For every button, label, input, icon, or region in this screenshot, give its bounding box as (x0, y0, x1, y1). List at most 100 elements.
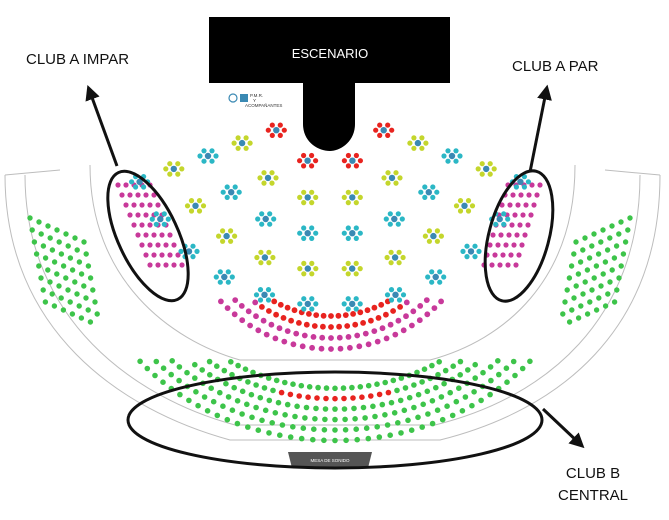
seat (341, 406, 348, 412)
seat (332, 427, 338, 433)
seat (564, 287, 570, 293)
seat (207, 372, 213, 378)
seat (449, 412, 456, 419)
seat (137, 358, 143, 365)
table-seat (228, 228, 234, 234)
seat (171, 242, 177, 248)
seat (224, 416, 231, 423)
seat (401, 407, 408, 414)
seat (398, 430, 404, 436)
table-seat (457, 208, 464, 214)
table-seat (411, 145, 417, 151)
table-seat (396, 249, 402, 255)
seat (347, 344, 353, 351)
seat (505, 262, 511, 268)
table-seat (385, 170, 391, 176)
seat (510, 358, 517, 365)
seat (315, 384, 321, 391)
table-seat (271, 216, 277, 222)
seat (83, 251, 89, 257)
seat (313, 312, 320, 318)
seat (516, 252, 522, 258)
seat (372, 413, 378, 420)
pink-seat-section (115, 182, 543, 352)
table-seat (257, 175, 263, 181)
seat (512, 212, 518, 218)
seat (562, 299, 568, 305)
table-seat (270, 254, 276, 261)
table-seat (309, 200, 315, 206)
seat (379, 401, 386, 408)
stage-label: ESCENARIO (292, 46, 369, 61)
seat (87, 275, 94, 281)
seat (374, 381, 380, 388)
seat (519, 365, 526, 372)
table-seat (341, 194, 347, 200)
mixing-desk: MESA DE SONIDO (288, 452, 372, 468)
seat (569, 307, 575, 313)
seat (341, 395, 347, 402)
seat (294, 403, 300, 410)
seat (513, 262, 519, 268)
table-seat (430, 194, 436, 200)
seat (515, 202, 521, 208)
table-seat (175, 161, 181, 167)
seat (151, 252, 157, 258)
seat (507, 202, 513, 208)
seat (323, 395, 329, 402)
table-seat (269, 292, 276, 298)
seat (376, 434, 383, 440)
seat (344, 323, 351, 329)
table-seat (441, 274, 447, 280)
table (228, 189, 235, 196)
table-seat (345, 296, 351, 302)
table-seat (457, 153, 463, 159)
table-seat (313, 230, 319, 236)
seat (310, 436, 316, 443)
seat (273, 311, 279, 318)
seat (343, 437, 349, 444)
seat (604, 247, 611, 253)
seat (560, 311, 566, 317)
table-seat (267, 211, 273, 217)
seat (465, 367, 471, 373)
seat (340, 385, 347, 391)
table-seat (255, 216, 261, 222)
seat (321, 427, 328, 433)
table (414, 139, 422, 147)
seat (382, 379, 389, 386)
table-seat (229, 274, 235, 280)
table (304, 157, 311, 164)
seat (336, 334, 343, 341)
table-seat (383, 216, 389, 222)
table-seat (353, 225, 359, 231)
seat (291, 307, 298, 314)
seat (415, 391, 422, 398)
table-seat (457, 198, 464, 204)
seat (387, 321, 394, 328)
seat (457, 372, 464, 378)
seat (284, 401, 291, 408)
seat (363, 425, 370, 432)
table (425, 189, 432, 196)
table-seat (434, 238, 440, 244)
seat (405, 417, 411, 424)
table-seat (501, 211, 507, 217)
table-seat (476, 248, 482, 254)
seat (81, 283, 87, 289)
table-seat (388, 287, 395, 293)
seat (616, 275, 622, 281)
seat (85, 263, 92, 269)
table-seat (419, 135, 425, 141)
seat (527, 358, 533, 365)
table-seat (426, 238, 432, 244)
table-seat (423, 140, 429, 146)
green-seat-section (27, 215, 633, 444)
seat (284, 328, 291, 334)
seat (160, 379, 166, 386)
arrow-club-b-central (541, 407, 585, 449)
table-seat (491, 166, 497, 172)
table (304, 194, 311, 201)
seat (332, 395, 338, 402)
seat (49, 291, 55, 297)
